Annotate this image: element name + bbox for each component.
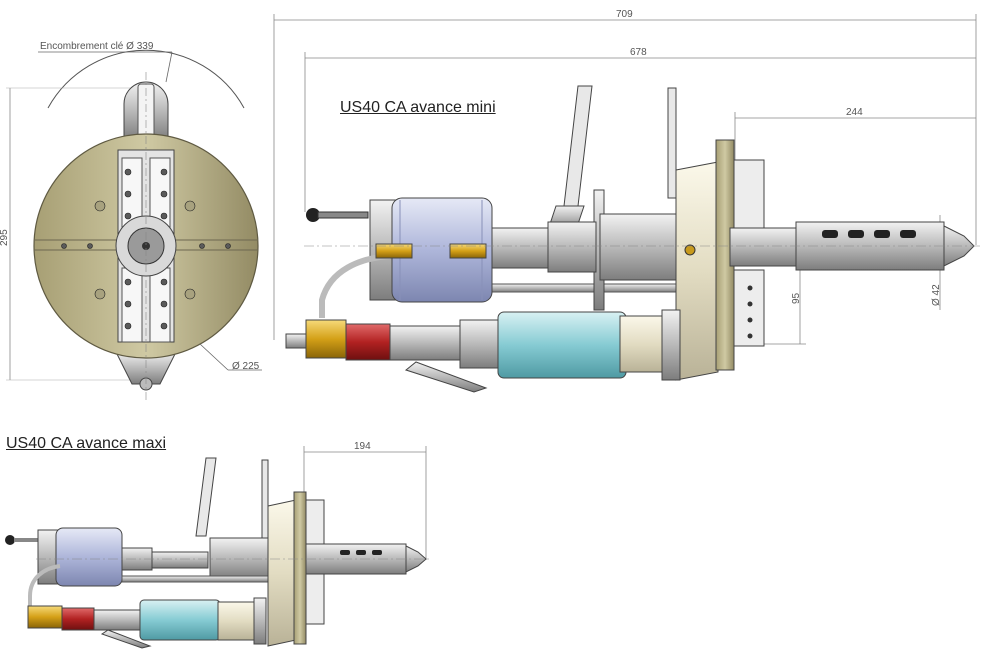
height-295-label: 295: [0, 229, 10, 246]
key-clearance-arc: [47, 49, 245, 109]
title-avance-mini: US40 CA avance mini: [340, 99, 496, 116]
width-709-label: 709: [616, 9, 633, 20]
side-view-mini: [273, 14, 980, 393]
housing: [675, 161, 719, 381]
side-view-maxi: [5, 446, 432, 649]
air-motor-maxi: [139, 599, 221, 641]
height-95-label: 95: [791, 292, 802, 304]
plate-bolts: [61, 168, 231, 330]
feed-lever: [563, 85, 593, 207]
main-cylinder: [599, 213, 681, 281]
dimension-lines: [273, 14, 977, 345]
key-clearance-label: Encombrement clé Ø 339: [40, 41, 154, 52]
width-194-label: 194: [354, 441, 371, 452]
diameter-225-label: Ø 225: [232, 361, 260, 372]
dim-225-leader: [199, 343, 229, 371]
red-coupling: [345, 323, 391, 361]
front-view: [6, 49, 262, 400]
air-fitting: [305, 319, 347, 359]
air-motor: [497, 311, 627, 379]
feed-motor-maxi: [55, 527, 123, 587]
diameter-42-label: Ø 42: [931, 284, 942, 306]
title-avance-maxi: US40 CA avance maxi: [6, 435, 167, 452]
width-244-label: 244: [846, 107, 863, 118]
width-678-label: 678: [630, 47, 647, 58]
